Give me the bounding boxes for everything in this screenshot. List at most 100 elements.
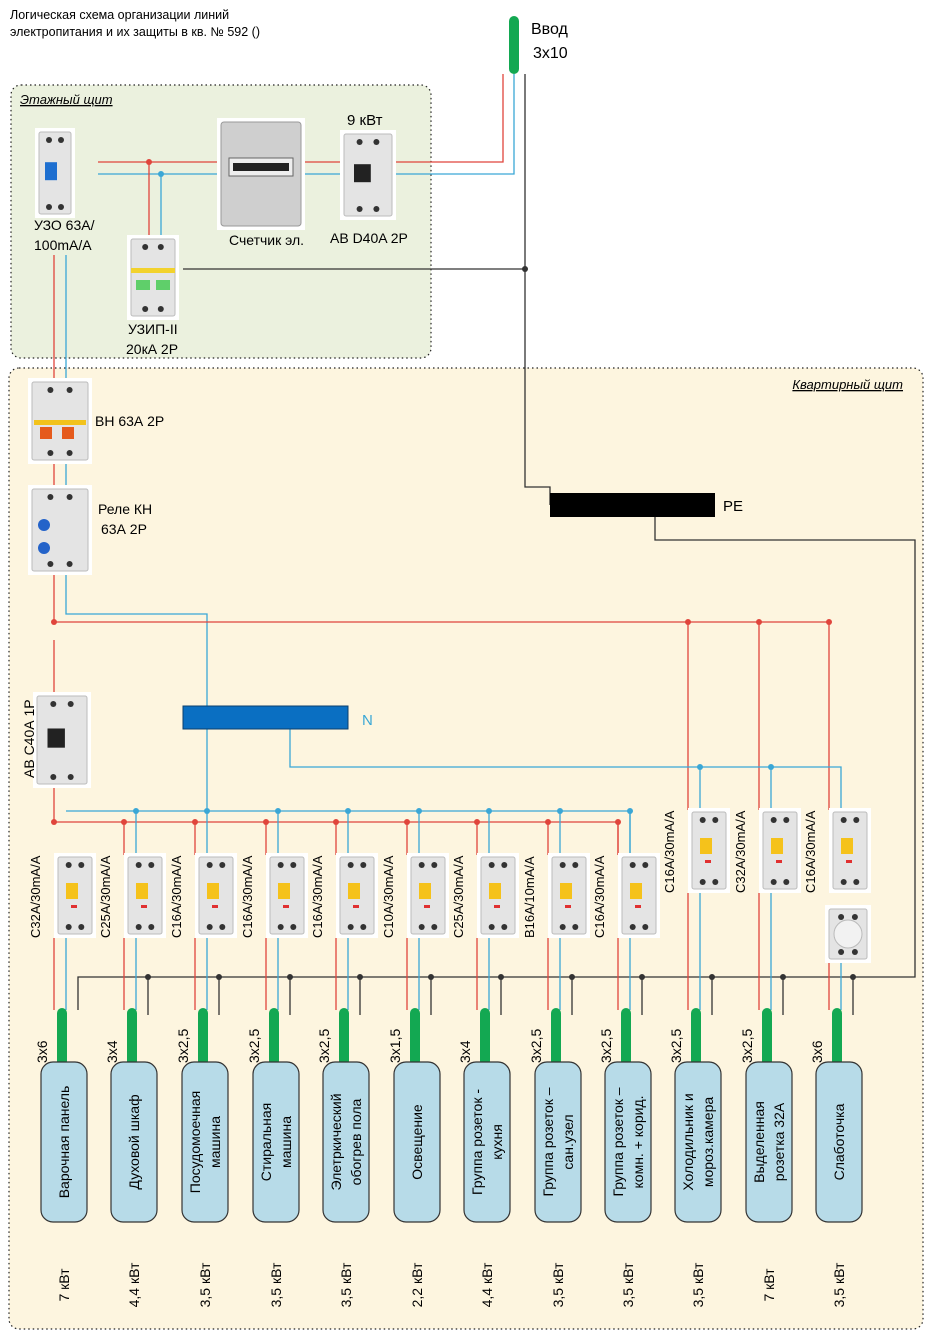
load-name: машина — [278, 1116, 294, 1168]
power-label: 3,5 кВт — [550, 1262, 566, 1307]
junction-dot — [158, 171, 164, 177]
cable-size-label: 3х2,5 — [246, 1029, 262, 1063]
rcbo-device — [548, 853, 590, 938]
power-label: 3,5 кВт — [268, 1262, 284, 1307]
relay-label-2: 63А 2Р — [101, 521, 147, 537]
rcbo-device — [759, 808, 801, 893]
power-label: 3,5 кВт — [620, 1262, 636, 1307]
load-name: Варочная панель — [56, 1086, 72, 1199]
pe-junction-dot — [357, 974, 363, 980]
cable-icon — [621, 1008, 631, 1066]
load-name: Группа розеток – — [540, 1087, 556, 1196]
rcbo-label: С25А/30mA/A — [451, 855, 466, 938]
cable-size-label: 3х1,5 — [387, 1029, 403, 1063]
main-breaker-label: АВ D40A 2P — [330, 230, 408, 246]
junction-dot — [697, 764, 703, 770]
rcd-label-2: 100mA/A — [34, 237, 92, 253]
n-bus — [182, 705, 349, 730]
input-cable — [509, 16, 519, 74]
main-switch-device — [28, 378, 92, 464]
power-label: 4,4 кВт — [479, 1262, 495, 1307]
rcbo-device — [688, 808, 730, 893]
breaker-power-label: 9 кВт — [347, 112, 383, 129]
cable-size-label: 3х6 — [34, 1040, 50, 1063]
cable-size-label: 3х2,5 — [598, 1029, 614, 1063]
power-label: 3,5 кВт — [338, 1262, 354, 1307]
din-socket-device — [825, 905, 871, 963]
load-name: комн. + корид. — [630, 1095, 646, 1188]
load-name: Посудомоечная — [187, 1091, 203, 1193]
pe-junction-dot — [569, 974, 575, 980]
relay-label-1: Реле КН — [98, 501, 152, 517]
pe-bus-label: PE — [723, 498, 743, 515]
junction-dot — [756, 619, 762, 625]
load-box — [534, 1061, 582, 1223]
cable-size-label: 3х4 — [457, 1040, 473, 1063]
cable-size-label: 3х6 — [809, 1040, 825, 1063]
rcbo-label: С16А/30mA/A — [169, 855, 184, 938]
load-name: обогрев пола — [348, 1098, 364, 1185]
rcbo-label: С25А/30mA/A — [98, 855, 113, 938]
pe-distribution-wire — [77, 517, 916, 1010]
cable-icon — [127, 1008, 137, 1066]
cable-icon — [198, 1008, 208, 1066]
spd-label-1: УЗИП-II — [128, 321, 178, 337]
rcbo-label: С16А/30mA/A — [310, 855, 325, 938]
power-label: 3,5 кВт — [197, 1262, 213, 1307]
load-name: Слаботочка — [831, 1103, 847, 1180]
load-box — [604, 1061, 652, 1223]
rcbo-device — [477, 853, 519, 938]
input-cable-size: 3х10 — [533, 45, 568, 62]
junction-dot — [146, 159, 152, 165]
neutral-bus-out — [289, 729, 842, 810]
load-name: Стиральная — [258, 1103, 274, 1181]
load-box — [110, 1061, 158, 1223]
load-name: Элетркический — [328, 1093, 344, 1190]
cable-icon — [57, 1008, 67, 1066]
rcbo-label: С16А/30mA/A — [592, 855, 607, 938]
cable-size-label: 3х2,5 — [175, 1029, 191, 1063]
rcbo-label: С32А/30mA/A — [733, 810, 748, 893]
rcbo-label: С32А/30mA/A — [28, 855, 43, 938]
cable-size-label: 3х2,5 — [528, 1029, 544, 1063]
power-label: 7 кВт — [761, 1268, 777, 1302]
cable-icon — [269, 1008, 279, 1066]
pe-junction-dot — [216, 974, 222, 980]
cable-size-label: 3х2,5 — [668, 1029, 684, 1063]
load-name: розетка 32А — [771, 1102, 787, 1181]
meter-device — [217, 118, 305, 230]
rcbo-device — [266, 853, 308, 938]
rcbo-device — [407, 853, 449, 938]
cable-icon — [480, 1008, 490, 1066]
load-name: сан.узел — [560, 1114, 576, 1169]
cable-icon — [410, 1008, 420, 1066]
diagram-title-line-1: Логическая схема организации линий — [10, 8, 229, 22]
rcbo-label: С10А/30mA/A — [381, 855, 396, 938]
load-name: Группа розеток - — [469, 1089, 485, 1195]
load-box — [40, 1061, 88, 1223]
rcbo-label: С16А/30mA/A — [803, 810, 818, 893]
junction-dot — [51, 619, 57, 625]
power-label: 4,4 кВт — [126, 1262, 142, 1307]
junction-dot — [826, 619, 832, 625]
load-box — [815, 1061, 863, 1223]
cable-size-label: 3х4 — [104, 1040, 120, 1063]
pe-junction-dot — [850, 974, 856, 980]
rcd-device — [35, 128, 75, 218]
power-label: 3,5 кВт — [831, 1262, 847, 1307]
pe-junction-dot — [498, 974, 504, 980]
input-label: Ввод — [531, 21, 569, 38]
rcbo-device — [54, 853, 96, 938]
breaker-1p-device — [33, 692, 91, 788]
junction-dot — [51, 819, 57, 825]
load-box — [745, 1061, 793, 1223]
